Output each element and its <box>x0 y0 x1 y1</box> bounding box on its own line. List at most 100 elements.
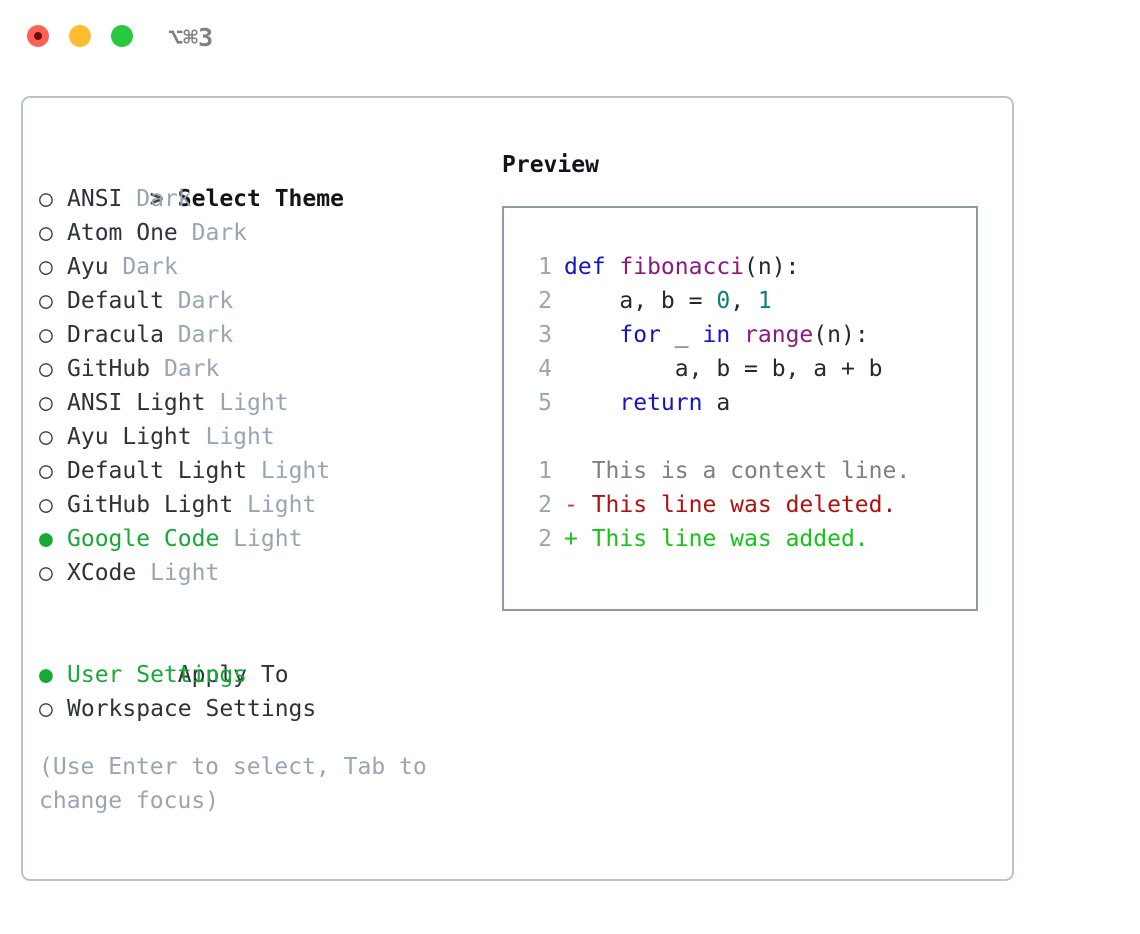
theme-option[interactable]: ○ GitHub Light Light <box>39 488 489 522</box>
theme-option[interactable]: ○ Ayu Light Light <box>39 420 489 454</box>
select-theme-header: >Select Theme <box>39 148 489 212</box>
theme-option-variant: Dark <box>163 356 220 382</box>
theme-option[interactable]: ○ Atom One Dark <box>39 216 489 250</box>
code-token: This line was added. <box>591 526 869 552</box>
code-line: 2 a, b = 0, 1 <box>524 284 976 318</box>
code-line: 5 return a <box>524 386 976 420</box>
theme-option-name: Default Light <box>67 458 248 484</box>
title-bar: ⌥⌘3 <box>0 0 1140 78</box>
theme-option-name: XCode <box>67 560 137 586</box>
theme-option[interactable]: ○ GitHub Dark <box>39 352 489 386</box>
spacer <box>192 424 206 450</box>
close-button-icon[interactable] <box>27 25 49 47</box>
spacer <box>219 526 233 552</box>
radio-unselected-icon: ○ <box>39 220 53 246</box>
preview-title: Preview <box>502 152 599 178</box>
code-token <box>564 390 619 416</box>
code-token: - <box>564 492 592 518</box>
apply-to-option-name: Workspace Settings <box>67 696 317 722</box>
spacer <box>233 492 247 518</box>
spacer <box>150 356 164 382</box>
spacer <box>178 220 192 246</box>
radio-unselected-icon: ○ <box>39 254 53 280</box>
code-token: fibonacci <box>619 254 745 280</box>
radio-unselected-icon: ○ <box>39 322 53 348</box>
theme-option[interactable]: ○ ANSI Dark <box>39 182 489 216</box>
theme-option-variant: Dark <box>177 322 234 348</box>
code-token: , <box>730 288 758 314</box>
code-token: 0 <box>716 288 731 314</box>
theme-option-name: GitHub <box>67 356 151 382</box>
theme-option-variant: Dark <box>136 186 192 212</box>
theme-option-variant: Dark <box>177 288 234 314</box>
theme-option-variant: Light <box>205 424 275 450</box>
theme-option-variant: Light <box>219 390 289 416</box>
code-line: 2+ This line was added. <box>524 522 976 556</box>
code-diff-spacer <box>524 420 976 454</box>
theme-option-variant: Light <box>247 492 317 518</box>
theme-list: ○ANSI Dark○Atom One Dark○Ayu Dark○Defaul… <box>39 182 489 590</box>
theme-option-name: ANSI <box>67 186 123 212</box>
code-token: _ <box>660 322 703 348</box>
radio-unselected-icon: ○ <box>39 356 53 382</box>
radio-unselected-icon: ○ <box>39 424 53 450</box>
apply-to-option[interactable]: ○ Workspace Settings <box>39 692 489 726</box>
minimize-button-icon[interactable] <box>69 25 91 47</box>
code-line: 4 a, b = b, a + b <box>524 352 976 386</box>
apply-to-label: Apply To <box>177 662 289 688</box>
cursor-prompt-icon: > <box>149 186 164 212</box>
line-number: 2 <box>538 492 552 518</box>
theme-option-name: Dracula <box>67 322 164 348</box>
theme-option[interactable]: ○Ayu Dark <box>39 250 489 284</box>
code-token: for <box>619 322 661 348</box>
preview-column: Preview 1 def fibonacci (n): 2 a, b = 0, 1 3… <box>502 148 992 611</box>
code-token: 1 <box>757 288 772 314</box>
theme-option[interactable]: ○Default Light Light <box>39 454 489 488</box>
apply-to-option-name: User Settings <box>67 662 248 688</box>
traffic-light-buttons <box>27 25 133 47</box>
code-token: return <box>619 390 703 416</box>
line-number: 4 <box>538 356 552 382</box>
line-number: 2 <box>538 526 552 552</box>
code-token: This is a context line. <box>564 458 911 484</box>
theme-option-name: ANSI Light <box>67 390 206 416</box>
theme-option[interactable]: ○ ANSI Light Light <box>39 386 489 420</box>
theme-option-variant: Dark <box>191 220 248 246</box>
theme-option-name: Google Code <box>67 526 220 552</box>
theme-option-name: Default <box>67 288 164 314</box>
theme-option[interactable]: ○ XCode Light <box>39 556 489 590</box>
theme-option-name: Atom One <box>67 220 178 246</box>
apply-to-header: Apply To <box>39 624 489 688</box>
radio-unselected-icon: ○ <box>39 560 53 586</box>
keyboard-hint: (Use Enter to select, Tab to change focu… <box>39 754 441 814</box>
code-line: 2- This line was deleted. <box>524 488 976 522</box>
spacer <box>247 458 261 484</box>
theme-option-name: Ayu <box>67 254 109 280</box>
radio-unselected-icon: ○ <box>39 390 53 416</box>
main-panel: >Select Theme ○ ANSI Dark ○ Atom One Dark ○ A… <box>21 96 1014 881</box>
radio-selected-icon: ● <box>39 662 53 688</box>
code-token: def <box>564 254 620 280</box>
theme-option-name: Ayu Light <box>67 424 192 450</box>
code-line: 1 This is a context line. <box>524 454 976 488</box>
section-spacer <box>39 590 489 624</box>
spacer <box>122 186 136 212</box>
theme-option[interactable]: ●Google Code Light <box>39 522 489 556</box>
theme-option-variant: Light <box>150 560 220 586</box>
code-token <box>564 322 619 348</box>
zoom-button-icon[interactable] <box>111 25 133 47</box>
radio-unselected-icon: ○ <box>39 492 53 518</box>
theme-option-name: GitHub Light <box>67 492 234 518</box>
radio-unselected-icon: ○ <box>39 186 53 212</box>
code-token: a, b = <box>564 288 717 314</box>
radio-unselected-icon: ○ <box>39 696 53 722</box>
code-token: (n): <box>813 322 869 348</box>
line-number: 3 <box>538 322 552 348</box>
theme-option[interactable]: ○ Dracula Dark <box>39 318 489 352</box>
apply-to-option[interactable]: ● User Settings <box>39 658 489 692</box>
theme-option[interactable]: ○Default Dark <box>39 284 489 318</box>
line-number: 1 <box>538 458 552 484</box>
